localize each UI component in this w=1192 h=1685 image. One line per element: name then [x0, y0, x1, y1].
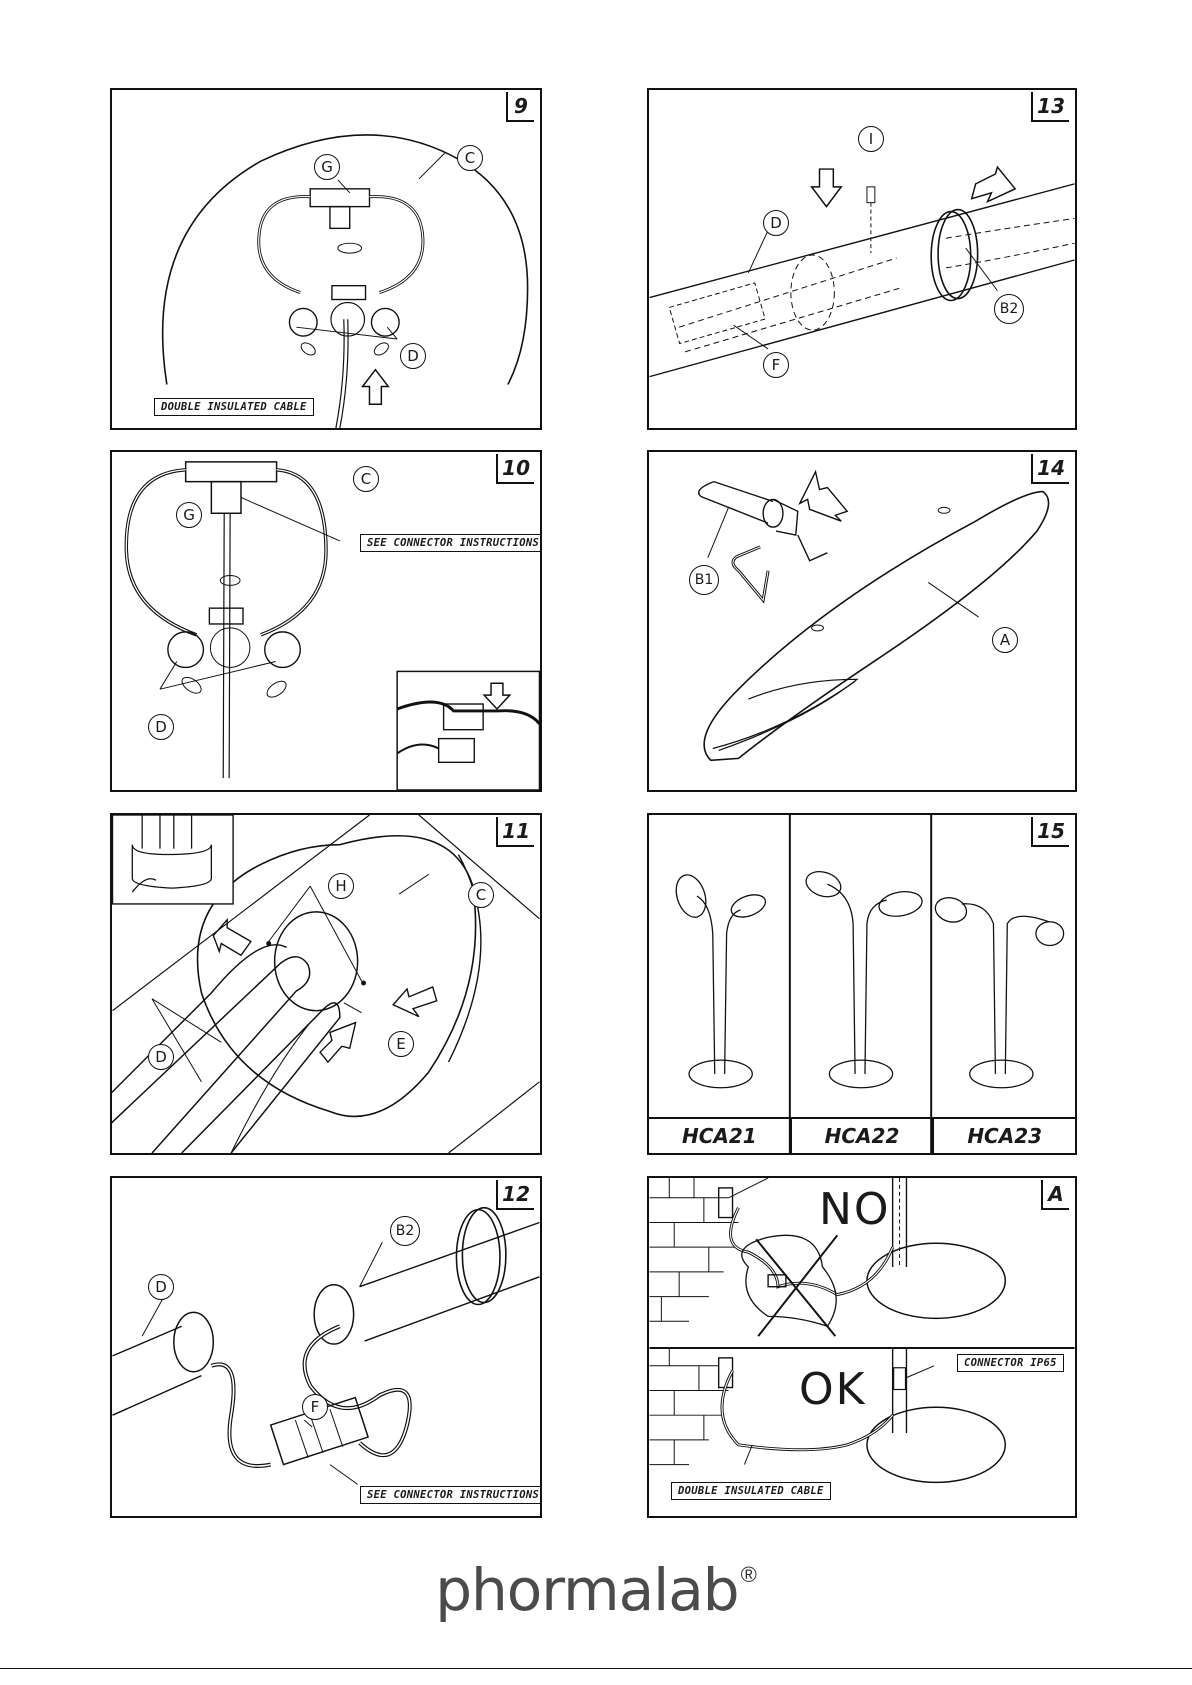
part-label: E [388, 1031, 414, 1057]
brand-name: phormalab [435, 1556, 738, 1624]
part-label: B2 [390, 1216, 420, 1246]
page-bottom-rule [0, 1668, 1192, 1669]
correct-label: OK [799, 1364, 867, 1415]
step-number: 15 [1031, 817, 1069, 847]
step-number: 12 [496, 1180, 534, 1210]
double-insulated-cable-callout: DOUBLE INSULATED CABLE [154, 398, 314, 416]
step-number: 14 [1031, 454, 1069, 484]
step-9-illustration [112, 90, 540, 428]
panel-step-9: 9 G C D DOUBLE INSULATED CABLE [110, 88, 542, 430]
step-10-illustration [112, 452, 540, 790]
model-name: HCA22 [792, 1119, 935, 1153]
see-connector-instructions-callout: SEE CONNECTOR INSTRUCTIONS [360, 534, 542, 552]
panel-step-15: 15 HCA21 HCA22 HCA23 [647, 813, 1077, 1155]
step-14-illustration [649, 452, 1075, 790]
panel-step-a: A NO OK CONNECTOR IP65 DOUBLE INSULATED … [647, 1176, 1077, 1518]
part-label: C [353, 466, 379, 492]
registered-mark: ® [741, 1562, 757, 1587]
model-name-row: HCA21 HCA22 HCA23 [649, 1117, 1075, 1153]
incorrect-label: NO [819, 1184, 891, 1235]
part-label: D [400, 343, 426, 369]
step-number: 10 [496, 454, 534, 484]
step-15-illustration [649, 815, 1075, 1153]
part-label: I [858, 126, 884, 152]
step-12-illustration [112, 1178, 540, 1516]
part-label: H [328, 873, 354, 899]
step-11-illustration [112, 815, 540, 1153]
panel-step-10: 10 C G D SEE CONNECTOR INSTRUCTIONS [110, 450, 542, 792]
model-name: HCA21 [649, 1119, 792, 1153]
part-label: D [148, 1274, 174, 1300]
part-label: D [148, 714, 174, 740]
step-number: 9 [506, 92, 534, 122]
part-label: C [457, 145, 483, 171]
connector-ip65-callout: CONNECTOR IP65 [957, 1354, 1064, 1372]
step-number: 11 [496, 817, 534, 847]
step-number: A [1041, 1180, 1069, 1210]
part-label: B2 [994, 294, 1024, 324]
brand-logo: phormalab® [0, 1556, 1192, 1624]
panel-step-13: 13 I D B2 F [647, 88, 1077, 430]
step-number: 13 [1031, 92, 1069, 122]
model-name: HCA23 [934, 1119, 1075, 1153]
part-label: F [302, 1394, 328, 1420]
part-label: G [176, 502, 202, 528]
part-label: G [314, 154, 340, 180]
panel-step-12: 12 B2 D F SEE CONNECTOR INSTRUCTIONS [110, 1176, 542, 1518]
part-label: A [992, 627, 1018, 653]
see-connector-instructions-callout: SEE CONNECTOR INSTRUCTIONS [360, 1486, 542, 1504]
part-label: D [763, 210, 789, 236]
double-insulated-cable-callout: DOUBLE INSULATED CABLE [671, 1482, 831, 1500]
panel-step-11: 11 H C D E [110, 813, 542, 1155]
part-label: C [468, 882, 494, 908]
panel-step-14: 14 B1 A [647, 450, 1077, 792]
part-label: F [763, 352, 789, 378]
part-label: B1 [689, 565, 719, 595]
part-label: D [148, 1044, 174, 1070]
